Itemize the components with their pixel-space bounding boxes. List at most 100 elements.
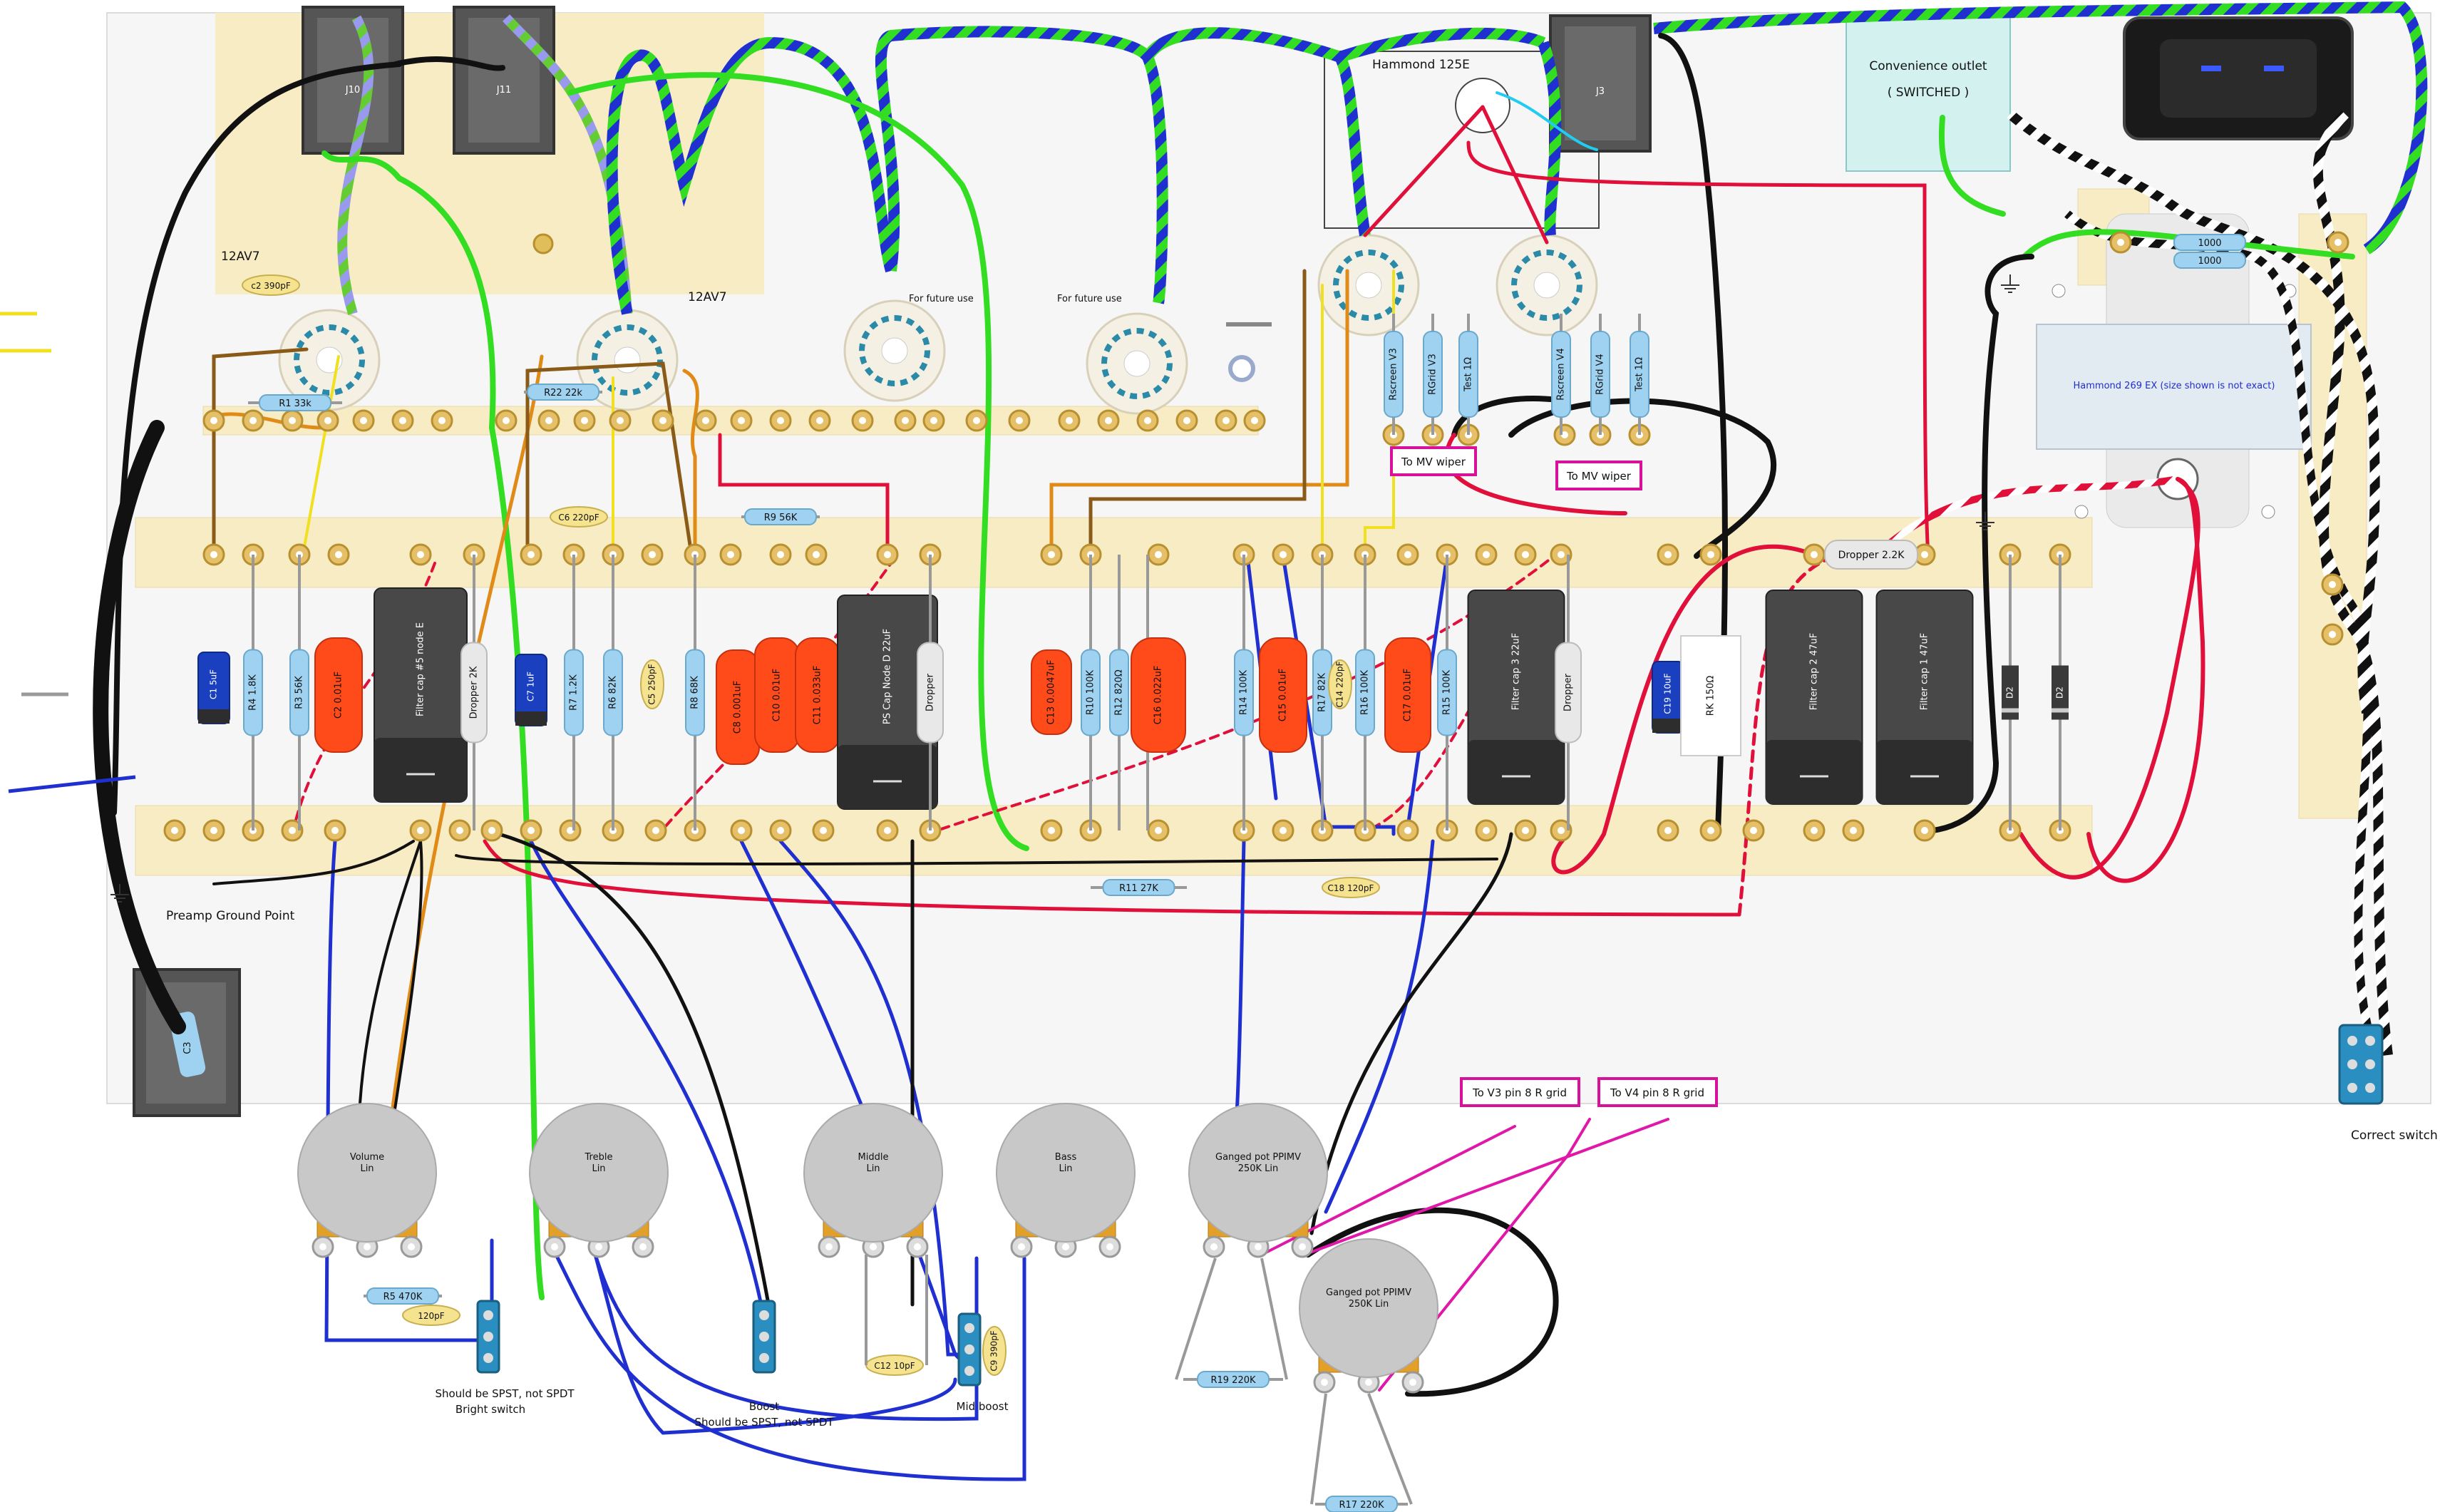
- filter-cap-3-label: Filter cap 3 22uF: [1511, 633, 1522, 711]
- correct-switch-label: Correct switch: [2351, 1128, 2438, 1143]
- boost-switch[interactable]: [752, 1300, 776, 1374]
- resistor-r12-label: R12 820Ω: [1114, 669, 1125, 716]
- eyelet: [2321, 623, 2344, 646]
- cap-c7-label: C7 1uF: [526, 672, 536, 701]
- cap-c1-label: C1 5uF: [209, 669, 219, 699]
- dropper-2-2k-label: Dropper 2.2K: [1838, 550, 1905, 561]
- resistor-r15-label: R15 100K: [1442, 670, 1453, 716]
- standby-switch[interactable]: [2338, 1024, 2384, 1105]
- eyelet: [281, 409, 304, 432]
- eyelet: [1097, 409, 1120, 432]
- eyelet: [769, 819, 792, 842]
- eyelet: [769, 543, 792, 566]
- jack-j11-label: J11: [496, 85, 511, 96]
- eyelet: [573, 409, 596, 432]
- tube-v2-label: 12AV7: [688, 290, 727, 304]
- resistor-r10-label: R10 100K: [1086, 670, 1096, 716]
- cap-c16: C16 0.022uF: [1131, 637, 1186, 753]
- eyelet: [1136, 409, 1159, 432]
- cap-c19: C19 10uF: [1652, 661, 1684, 734]
- jack-j3[interactable]: J3: [1549, 14, 1652, 153]
- mv-wiper-box-1: [1390, 446, 1477, 476]
- eyelet: [1396, 543, 1419, 566]
- ground-symbol-outlet: [2001, 274, 2019, 293]
- ground-symbol-psu: [1976, 512, 1994, 530]
- ps-cap-node-d: PS Cap Node D 22uF: [837, 595, 938, 810]
- resistor-r3-label: R3 56K: [294, 676, 305, 709]
- eyelet: [281, 819, 304, 842]
- cap-c2-top: c2 390pF: [242, 274, 300, 296]
- diode-d2-a-label: D2: [2005, 686, 2015, 699]
- bright-switch[interactable]: [476, 1300, 500, 1374]
- dropper-2-2k: Dropper 2.2K: [1824, 540, 1918, 570]
- cap-c7: C7 1uF: [515, 654, 547, 726]
- boost-switch-note: Should be SPST, not SPDT: [694, 1416, 834, 1429]
- ground-jack-label: C3: [182, 1042, 193, 1054]
- eyelet: [448, 819, 471, 842]
- resistor-1000-b-label: 1000: [2198, 256, 2221, 267]
- resistor-r1: R1 33k: [248, 394, 342, 411]
- eyelet: [1550, 543, 1572, 566]
- preamp-ground-label: Preamp Ground Point: [166, 909, 295, 923]
- resistor-test-v4: Test 1Ω: [1630, 314, 1649, 435]
- eyelet: [922, 409, 945, 432]
- eyelet: [1657, 543, 1679, 566]
- eyelet: [1913, 819, 1936, 842]
- diode-d2-a: D2: [2002, 555, 2019, 830]
- chassis-hole-c: [2074, 505, 2089, 519]
- ps-cap-node-d-label: PS Cap Node D 22uF: [882, 629, 893, 724]
- resistor-r15: R15 100K: [1437, 555, 1457, 830]
- cap-c10-label: C10 0.01uF: [772, 669, 783, 721]
- eyelet: [431, 409, 453, 432]
- resistor-r22: R22 22k: [524, 384, 602, 401]
- chassis-hole-a: [2052, 284, 2066, 298]
- cap-c9-label: C9 390pF: [989, 1330, 999, 1371]
- eyelet: [1175, 409, 1198, 432]
- cap-c15-label: C15 0.01uF: [1278, 669, 1289, 721]
- cap-c14: C14 220pF: [1328, 659, 1352, 709]
- eyelet: [1475, 543, 1498, 566]
- eyelet: [1040, 543, 1063, 566]
- eyelet: [894, 409, 917, 432]
- dropper-2k-label: Dropper 2K: [469, 666, 480, 719]
- jack-j10[interactable]: J10: [302, 6, 404, 155]
- eyelet: [965, 409, 988, 432]
- power-transformer-box: [2036, 324, 2312, 450]
- eyelet: [1272, 819, 1294, 842]
- chassis-hole-d: [2261, 505, 2275, 519]
- resistor-r6-label: R6 82K: [608, 676, 619, 709]
- cap-c2-label: C2 0.01uF: [334, 672, 344, 719]
- ground-jack[interactable]: C3: [133, 968, 241, 1117]
- tube-socket-future1: [843, 299, 946, 402]
- v4-grid-label: To V4 pin 8 R grid: [1610, 1086, 1704, 1099]
- eyelet: [609, 409, 632, 432]
- filter-cap-5: Filter cap #5 node E: [374, 587, 468, 803]
- cap-c17: C17 0.01uF: [1384, 637, 1431, 753]
- eyelet: [1396, 819, 1419, 842]
- mid-boost-switch[interactable]: [957, 1312, 982, 1387]
- pot-middle-label-0: Middle: [858, 1152, 889, 1163]
- jack-j11[interactable]: J11: [453, 6, 555, 155]
- eyelet: [808, 409, 831, 432]
- pot-volume-label-0: Volume: [350, 1152, 384, 1163]
- eyelet: [327, 543, 350, 566]
- eyelet: [409, 819, 432, 842]
- cap-c2-top-label: c2 390pF: [251, 281, 291, 291]
- eyelet: [1742, 819, 1765, 842]
- wiring-layer: [93, 33, 2355, 1481]
- cap-c10: C10 0.01uF: [754, 637, 800, 753]
- dropper-node-c: Dropper: [1555, 555, 1582, 830]
- bright-switch-note: Should be SPST, not SPDT: [435, 1387, 575, 1400]
- resistor-rk: RK 150Ω: [1680, 635, 1741, 756]
- resistor-r14: R14 100K: [1234, 555, 1254, 830]
- output-transformer-label: Hammond 125E: [1372, 58, 1470, 72]
- pot-bass-label-1: Lin: [1059, 1163, 1072, 1174]
- diode-d2-b: D2: [2052, 555, 2069, 830]
